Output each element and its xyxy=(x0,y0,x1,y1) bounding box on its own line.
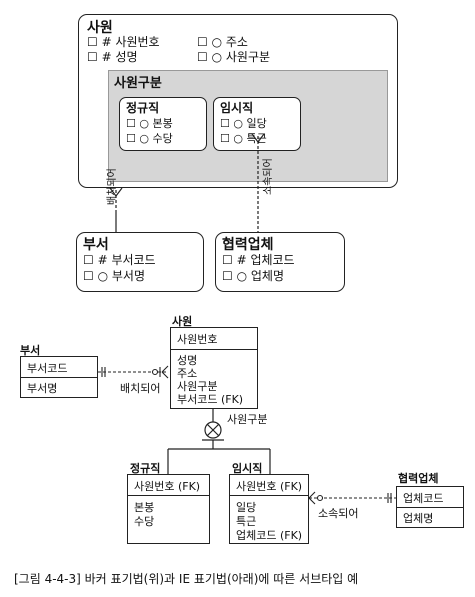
barker-dept-entity: 부서 ☐ # 부서코드 ☐ ○ 부서명 xyxy=(76,232,204,292)
ie-temporary-pk: 사원번호 (FK) xyxy=(236,480,303,493)
barker-regular-title: 정규직 xyxy=(126,101,160,115)
barker-dept-title: 부서 xyxy=(83,237,109,253)
ie-regular-title: 정규직 xyxy=(130,462,161,475)
barker-employee-attr-4: ☐ ○ 사원구분 xyxy=(197,50,271,64)
ie-partner-pk: 업체코드 xyxy=(403,492,444,505)
ie-subtype-connector xyxy=(167,409,271,474)
ie-temporary-attr-2: 특근 xyxy=(236,515,257,528)
ie-dept-divider xyxy=(21,377,97,378)
ie-rel-belongs-label: 소속되어 xyxy=(318,507,359,520)
ie-dept-title: 부서 xyxy=(20,344,41,357)
ie-partner-attr-1: 업체명 xyxy=(403,512,434,525)
barker-regular-entity: 정규직 ☐ ○ 본봉 ☐ ○ 수당 xyxy=(119,97,207,151)
barker-rel-belongs-label: 소속되어 xyxy=(263,158,274,195)
barker-rel-belongs-line xyxy=(251,133,265,232)
ie-temporary-attr-3: 업체코드 (FK) xyxy=(236,529,303,542)
barker-temporary-attr-2: ☐ ○ 특근 xyxy=(220,132,267,145)
ie-regular-attr-1: 본봉 xyxy=(134,501,155,514)
ie-partner-entity: 업체코드 업체명 xyxy=(396,486,464,528)
barker-employee-attr-1: ☐ # 사원번호 xyxy=(87,35,160,49)
ie-discriminator-label: 사원구분 xyxy=(227,413,268,426)
barker-employee-attr-3: ☐ ○ 주소 xyxy=(197,35,248,49)
barker-temporary-title: 임시직 xyxy=(220,101,254,115)
barker-employee-title: 사원 xyxy=(87,20,113,36)
ie-employee-attr-1: 성명 xyxy=(177,354,198,367)
ie-temporary-title: 임시직 xyxy=(232,462,263,475)
barker-regular-attr-1: ☐ ○ 본봉 xyxy=(126,117,173,130)
barker-subtype-group-title: 사원구분 xyxy=(114,76,162,91)
ie-rel-assigned-label: 배치되어 xyxy=(120,382,161,395)
barker-temporary-attr-1: ☐ ○ 일당 xyxy=(220,117,267,130)
ie-partner-title: 협력업체 xyxy=(398,472,439,485)
ie-dept-entity: 부서코드 부서명 xyxy=(20,356,98,398)
ie-employee-attr-3: 사원구분 xyxy=(177,380,218,393)
ie-employee-title: 사원 xyxy=(172,315,193,328)
barker-employee-entity: 사원 ☐ # 사원번호 ☐ # 성명 ☐ ○ 주소 ☐ ○ 사원구분 사원구분 … xyxy=(78,14,398,188)
ie-temporary-entity: 사원번호 (FK) 일당 특근 업체코드 (FK) xyxy=(229,474,309,544)
ie-rel-belongs-line xyxy=(308,491,396,505)
barker-partner-attr-1: ☐ # 업체코드 xyxy=(222,253,295,267)
ie-employee-attr-4: 부서코드 (FK) xyxy=(177,393,244,406)
ie-employee-pk: 사원번호 xyxy=(177,333,218,346)
figure-caption: [그림 4-4-3] 바커 표기법(위)과 IE 표기법(아래)에 따른 서브타… xyxy=(14,572,359,586)
ie-regular-attr-2: 수당 xyxy=(134,515,155,528)
ie-dept-pk: 부서코드 xyxy=(27,362,68,375)
ie-employee-attr-2: 주소 xyxy=(177,367,198,380)
ie-employee-entity: 사원번호 성명 주소 사원구분 부서코드 (FK) xyxy=(170,327,258,409)
barker-dept-attr-2: ☐ ○ 부서명 xyxy=(83,269,145,283)
ie-rel-assigned-line xyxy=(98,365,169,379)
ie-partner-divider xyxy=(397,507,463,508)
barker-partner-title: 협력업체 xyxy=(222,237,274,253)
ie-temporary-divider xyxy=(230,495,308,496)
barker-temporary-entity: 임시직 ☐ ○ 일당 ☐ ○ 특근 xyxy=(213,97,301,151)
barker-subtype-group: 사원구분 정규직 ☐ ○ 본봉 ☐ ○ 수당 임시직 ☐ ○ 일당 ☐ ○ 특근 xyxy=(108,70,388,182)
barker-partner-attr-2: ☐ ○ 업체명 xyxy=(222,269,284,283)
barker-dept-attr-1: ☐ # 부서코드 xyxy=(83,253,156,267)
ie-regular-pk: 사원번호 (FK) xyxy=(134,480,201,493)
barker-rel-assigned-label: 배치되어 xyxy=(107,168,118,205)
ie-temporary-attr-1: 일당 xyxy=(236,501,257,514)
barker-partner-entity: 협력업체 ☐ # 업체코드 ☐ ○ 업체명 xyxy=(215,232,345,292)
ie-employee-divider xyxy=(171,349,257,350)
ie-dept-attr-1: 부서명 xyxy=(27,382,58,395)
ie-regular-entity: 사원번호 (FK) 본봉 수당 xyxy=(127,474,210,544)
barker-regular-attr-2: ☐ ○ 수당 xyxy=(126,132,173,145)
barker-rel-assigned-line xyxy=(109,187,123,232)
ie-regular-divider xyxy=(128,495,209,496)
barker-employee-attr-2: ☐ # 성명 xyxy=(87,50,138,64)
